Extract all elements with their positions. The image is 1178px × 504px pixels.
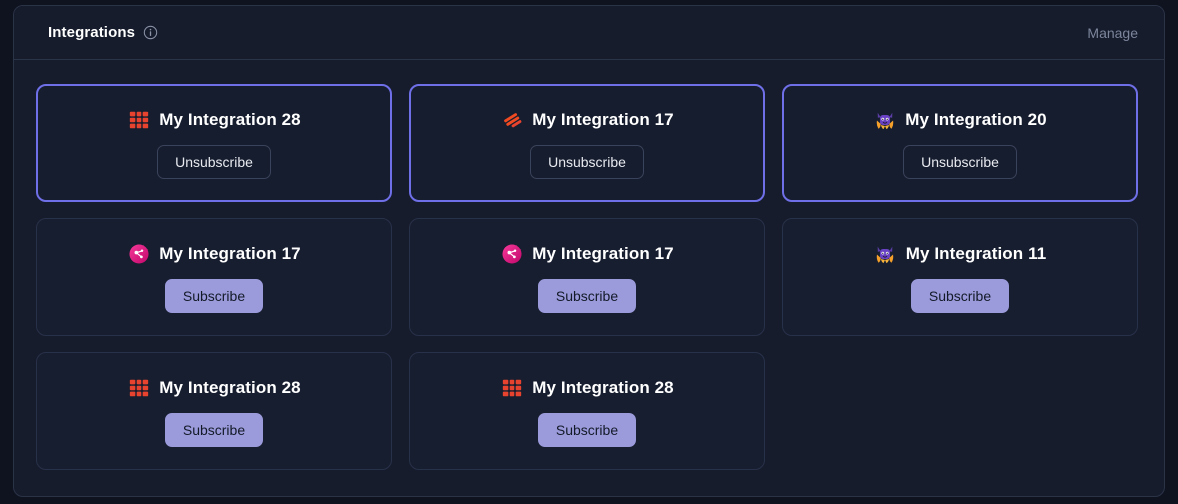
red-grid-blocks-icon: [127, 376, 150, 399]
card-title-row: My Integration 17: [500, 242, 674, 266]
purple-fox-mascot-icon: [873, 108, 896, 131]
subscribe-button[interactable]: Subscribe: [164, 278, 264, 313]
integration-name: My Integration 20: [905, 109, 1047, 129]
integrations-panel: Integrations Manage: [13, 5, 1165, 497]
pink-circle-node-icon: [127, 242, 150, 265]
integration-card[interactable]: My Integration 17 Unsubscribe: [409, 84, 765, 202]
orange-slanted-bars-icon: [500, 108, 523, 131]
panel-body: My Integration 28 Unsubscribe: [14, 60, 1164, 496]
integration-card[interactable]: My Integration 17 Subscribe: [36, 218, 392, 336]
red-grid-blocks-icon: [127, 108, 150, 131]
integration-name: My Integration 11: [905, 243, 1047, 263]
integration-card[interactable]: My Integration 28 Subscribe: [409, 352, 765, 470]
card-title-row: My Integration 17: [500, 108, 674, 132]
page-title: Integrations: [48, 24, 136, 41]
integration-card[interactable]: My Integration 28 Unsubscribe: [36, 84, 392, 202]
info-circle-icon[interactable]: [143, 25, 158, 40]
integration-card[interactable]: My Integration 20 Unsubscribe: [782, 84, 1138, 202]
card-title-row: My Integration 20: [873, 108, 1047, 132]
integration-name: My Integration 17: [159, 243, 301, 263]
subscribe-button[interactable]: Subscribe: [537, 412, 637, 447]
integration-name: My Integration 17: [532, 109, 674, 129]
integration-card[interactable]: My Integration 28 Subscribe: [36, 352, 392, 470]
manage-link[interactable]: Manage: [1087, 24, 1138, 41]
panel-header: Integrations Manage: [14, 6, 1164, 60]
integration-card[interactable]: My Integration 11 Subscribe: [782, 218, 1138, 336]
panel-title-group: Integrations: [48, 24, 158, 41]
subscribe-button[interactable]: Subscribe: [164, 412, 264, 447]
red-grid-blocks-icon: [500, 376, 523, 399]
subscribe-button[interactable]: Subscribe: [910, 278, 1010, 313]
card-title-row: My Integration 17: [127, 242, 301, 266]
integration-card[interactable]: My Integration 17 Subscribe: [409, 218, 765, 336]
integration-name: My Integration 28: [159, 109, 301, 129]
integration-name: My Integration 17: [532, 243, 674, 263]
card-title-row: My Integration 28: [127, 376, 301, 400]
card-title-row: My Integration 28: [127, 108, 301, 132]
pink-circle-node-icon: [500, 242, 523, 265]
subscribe-button[interactable]: Subscribe: [537, 278, 637, 313]
integration-name: My Integration 28: [159, 377, 301, 397]
unsubscribe-button[interactable]: Unsubscribe: [903, 144, 1017, 179]
unsubscribe-button[interactable]: Unsubscribe: [530, 144, 644, 179]
unsubscribe-button[interactable]: Unsubscribe: [157, 144, 271, 179]
card-title-row: My Integration 11: [874, 242, 1047, 266]
purple-fox-mascot-icon: [874, 242, 897, 265]
integration-card-grid: My Integration 28 Unsubscribe: [36, 84, 1142, 470]
integration-name: My Integration 28: [532, 377, 674, 397]
card-title-row: My Integration 28: [500, 376, 674, 400]
